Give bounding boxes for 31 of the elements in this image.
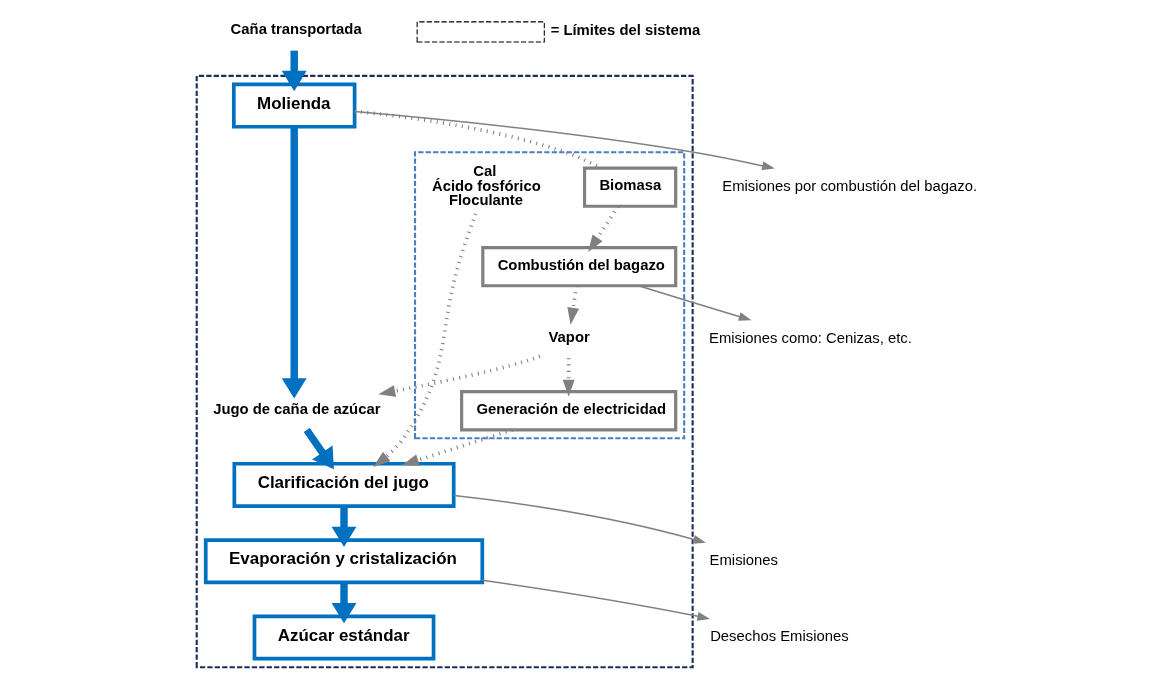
arrow (303, 427, 334, 470)
node-text: Desechos Emisiones (710, 628, 849, 645)
node-text: Emisiones (709, 552, 779, 569)
arrow (588, 205, 620, 253)
node-text: Emisiones como: Cenizas, etc. (709, 329, 912, 346)
legend-label: = Límites del sistema (550, 21, 701, 38)
node-box: Molienda (231, 82, 357, 129)
arrow (353, 110, 775, 171)
node-text: Caña transportada (230, 21, 362, 38)
node-text: Cal Ácido fosfórico Floculante (431, 162, 541, 209)
arrow (401, 428, 513, 466)
arrow (373, 213, 478, 468)
arrow (562, 358, 575, 397)
arrow (453, 494, 706, 544)
node-box: Generación de electricidad (460, 390, 678, 432)
node-box: Combustión del bagazo (481, 246, 678, 288)
node-text: Vapor (548, 328, 590, 345)
arrow (481, 579, 711, 621)
node-text: Jugo de caña de azúcar (213, 400, 381, 417)
node-box: Evaporación y cristalización (203, 538, 485, 585)
arrow (331, 582, 357, 624)
node-box: Clarificación del jugo (232, 461, 456, 508)
cluster (413, 151, 686, 440)
arrow (378, 354, 541, 397)
arrow (567, 285, 580, 325)
node-box: Azúcar estándar (252, 614, 436, 661)
node-text: Emisiones por combustión del bagazo. (722, 178, 978, 195)
arrow (331, 506, 357, 548)
arrow (637, 285, 752, 321)
arrow (281, 127, 307, 399)
node-box: Biomasa (582, 166, 678, 208)
